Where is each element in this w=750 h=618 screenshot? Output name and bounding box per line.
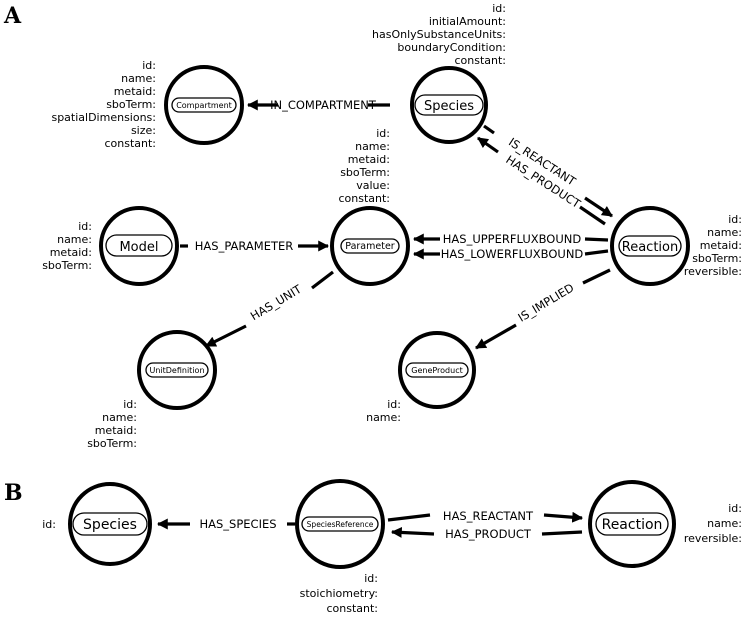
prop-model-0: id: (78, 220, 92, 233)
edge-label-has-lowerfluxbound: HAS_LOWERFLUXBOUND (441, 247, 584, 261)
node-unit-definition[interactable]: UnitDefinition (137, 330, 217, 410)
prop-gene-product-0: id: (387, 398, 401, 411)
node-label-species-b: Species (83, 517, 137, 533)
prop-species-a-3: boundaryCondition: (397, 41, 506, 54)
prop-compartment-2: metaid: (114, 85, 156, 98)
prop-reaction-b-0: id: (728, 502, 742, 515)
node-reaction-a[interactable]: Reaction (610, 206, 690, 286)
prop-compartment-1: name: (121, 72, 156, 85)
props-reaction-a: id: name: metaid: sboTerm: reversible: (684, 213, 742, 278)
edge-is-reactant: IS_REACTANT (483, 124, 613, 218)
edge-has-species: HAS_SPECIES (156, 517, 295, 531)
node-species-a[interactable]: Species (410, 66, 488, 144)
edge-has-upperfluxbound: HAS_UPPERFLUXBOUND (412, 232, 609, 246)
edge-has-parameter: HAS_PARAMETER (180, 239, 330, 253)
edge-label-has-upperfluxbound: HAS_UPPERFLUXBOUND (443, 232, 582, 246)
prop-compartment-3: sboTerm: (106, 98, 156, 111)
edge-label-has-reactant: HAS_REACTANT (443, 509, 534, 523)
prop-species-a-4: constant: (454, 54, 506, 67)
props-species-a: id: initialAmount: hasOnlySubstanceUnits… (372, 2, 506, 67)
prop-parameter-1: name: (355, 140, 390, 153)
edge-label-has-parameter: HAS_PARAMETER (195, 239, 294, 253)
prop-gene-product-1: name: (366, 411, 401, 424)
prop-parameter-2: metaid: (348, 153, 390, 166)
node-label-reaction-b: Reaction (602, 517, 663, 533)
props-parameter: id: name: metaid: sboTerm: value: consta… (338, 127, 390, 205)
edge-label-is-implied: IS_IMPLIED (515, 280, 576, 324)
prop-reaction-a-3: sboTerm: (692, 252, 742, 265)
node-model[interactable]: Model (99, 206, 179, 286)
prop-unit-definition-2: metaid: (95, 424, 137, 437)
prop-reaction-b-1: name: (707, 517, 742, 530)
node-parameter[interactable]: Parameter (330, 206, 410, 286)
prop-reaction-a-0: id: (728, 213, 742, 226)
edge-label-has-product-b: HAS_PRODUCT (445, 527, 532, 541)
prop-species-a-2: hasOnlySubstanceUnits: (372, 28, 506, 41)
node-label-unit-definition: UnitDefinition (149, 366, 204, 375)
edge-in-compartment: IN_COMPARTMENT (246, 98, 390, 112)
prop-species-reference-0: id: (364, 572, 378, 585)
prop-compartment-5: size: (131, 124, 156, 137)
node-gene-product[interactable]: GeneProduct (398, 331, 476, 409)
edge-has-lowerfluxbound: HAS_LOWERFLUXBOUND (412, 247, 609, 261)
node-label-compartment: Compartment (176, 101, 232, 110)
prop-compartment-0: id: (142, 59, 156, 72)
prop-species-a-0: id: (492, 2, 506, 15)
prop-species-reference-2: constant: (326, 602, 378, 615)
props-compartment: id: name: metaid: sboTerm: spatialDimens… (51, 59, 156, 150)
node-label-gene-product: GeneProduct (411, 366, 463, 375)
prop-reaction-b-2: reversible: (684, 532, 742, 545)
prop-unit-definition-0: id: (123, 398, 137, 411)
node-label-model: Model (119, 240, 158, 255)
props-model: id: name: metaid: sboTerm: (42, 220, 92, 272)
node-label-reaction-a: Reaction (622, 240, 678, 255)
edge-has-product-a: HAS_PRODUCT (477, 136, 606, 226)
prop-model-2: metaid: (50, 246, 92, 259)
prop-model-3: sboTerm: (42, 259, 92, 272)
props-gene-product: id: name: (366, 398, 401, 424)
edge-has-product-b: HAS_PRODUCT (390, 527, 583, 541)
prop-compartment-4: spatialDimensions: (51, 111, 156, 124)
prop-species-b-0: id: (42, 518, 56, 531)
prop-parameter-0: id: (376, 127, 390, 140)
edge-has-unit: HAS_UNIT (205, 270, 334, 348)
prop-species-reference-1: stoichiometry: (300, 587, 378, 600)
edge-label-in-compartment: IN_COMPARTMENT (270, 98, 377, 112)
edge-has-reactant: HAS_REACTANT (387, 509, 584, 523)
edge-label-has-species: HAS_SPECIES (199, 517, 276, 531)
prop-parameter-4: value: (356, 179, 390, 192)
prop-parameter-3: sboTerm: (340, 166, 390, 179)
prop-unit-definition-3: sboTerm: (87, 437, 137, 450)
node-species-reference[interactable]: SpeciesReference (295, 479, 385, 569)
props-species-b: id: (42, 518, 56, 531)
props-reaction-b: id: name: reversible: (684, 502, 742, 545)
prop-reaction-a-1: name: (707, 226, 742, 239)
prop-parameter-5: constant: (338, 192, 390, 205)
prop-compartment-6: constant: (104, 137, 156, 150)
node-reaction-b[interactable]: Reaction (588, 480, 676, 568)
props-unit-definition: id: name: metaid: sboTerm: (87, 398, 137, 450)
panel-label-a: A (3, 3, 22, 29)
edge-is-implied: IS_IMPLIED (475, 268, 611, 350)
prop-model-1: name: (57, 233, 92, 246)
node-label-parameter: Parameter (345, 241, 395, 252)
prop-reaction-a-2: metaid: (700, 239, 742, 252)
props-species-reference: id: stoichiometry: constant: (300, 572, 378, 615)
panel-label-b: B (4, 480, 23, 506)
node-label-species-reference: SpeciesReference (307, 520, 374, 529)
prop-species-a-1: initialAmount: (429, 15, 506, 28)
prop-unit-definition-1: name: (102, 411, 137, 424)
node-compartment[interactable]: Compartment (164, 65, 244, 145)
prop-reaction-a-4: reversible: (684, 265, 742, 278)
node-label-species-a: Species (424, 99, 474, 114)
edge-label-has-unit: HAS_UNIT (248, 281, 305, 323)
node-species-b[interactable]: Species (68, 482, 152, 566)
